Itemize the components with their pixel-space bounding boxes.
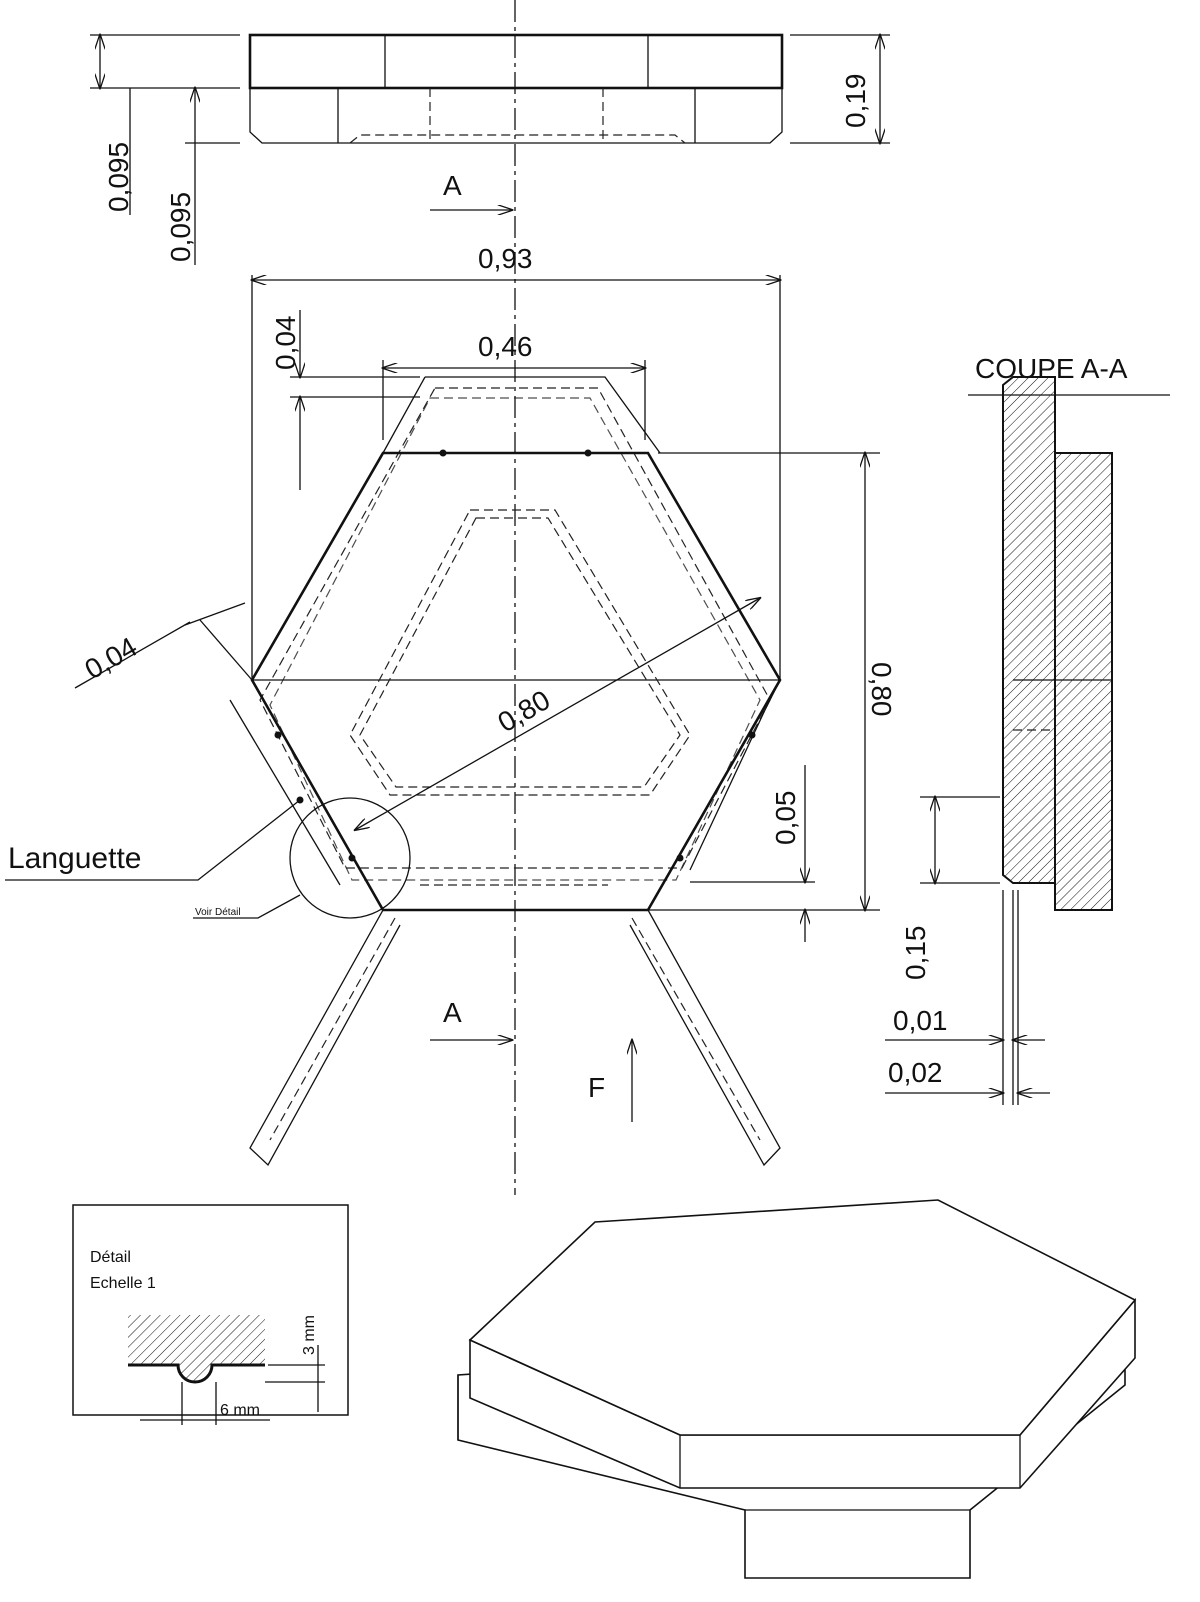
section-view: COUPE A-A 0,15 0,01 0,02 <box>885 353 1170 1105</box>
dim-section-b: 0,01 <box>893 1005 948 1036</box>
top-view: 0,19 0,095 0,095 <box>90 33 890 265</box>
dim-height-front: 0,80 <box>866 662 897 717</box>
detail-ref: Voir Détail <box>195 907 241 918</box>
svg-text:A: A <box>443 997 462 1028</box>
dim-tab-width: 0,46 <box>478 331 533 362</box>
dim-top-plate: 0,095 <box>103 142 134 212</box>
dim-section-a: 0,15 <box>900 926 931 981</box>
tab-label: Languette <box>8 842 141 875</box>
detail-scale: Echelle 1 <box>90 1275 156 1292</box>
hexagon-outline <box>250 451 782 912</box>
dim-height-top: 0,19 <box>840 74 871 129</box>
dim-width: 0,93 <box>478 243 533 274</box>
front-view: 0,93 0,46 0,04 0,04 0,80 0,80 0,05 Langu… <box>5 243 897 1167</box>
detail-circle <box>289 797 411 919</box>
dim-tab-offset-top: 0,04 <box>270 316 301 371</box>
dim-section-c: 0,02 <box>888 1057 943 1088</box>
dim-diagonal: 0,80 <box>493 684 556 738</box>
section-marker-top: A <box>430 170 512 210</box>
detail-width: 6 mm <box>220 1402 260 1419</box>
svg-text:A: A <box>443 170 462 201</box>
dim-tab-gap: 0,05 <box>770 791 801 846</box>
detail-box: Détail Echelle 1 3 mm 6 mm <box>72 1204 349 1425</box>
detail-depth: 3 mm <box>301 1315 318 1355</box>
section-marker-bottom: A <box>430 997 512 1040</box>
dim-tab-offset-side: 0,04 <box>80 631 143 685</box>
isometric-view <box>457 1199 1137 1579</box>
detail-title: Détail <box>90 1249 131 1266</box>
view-arrow-label: F <box>588 1072 605 1103</box>
dim-bottom-plate: 0,095 <box>165 192 196 262</box>
